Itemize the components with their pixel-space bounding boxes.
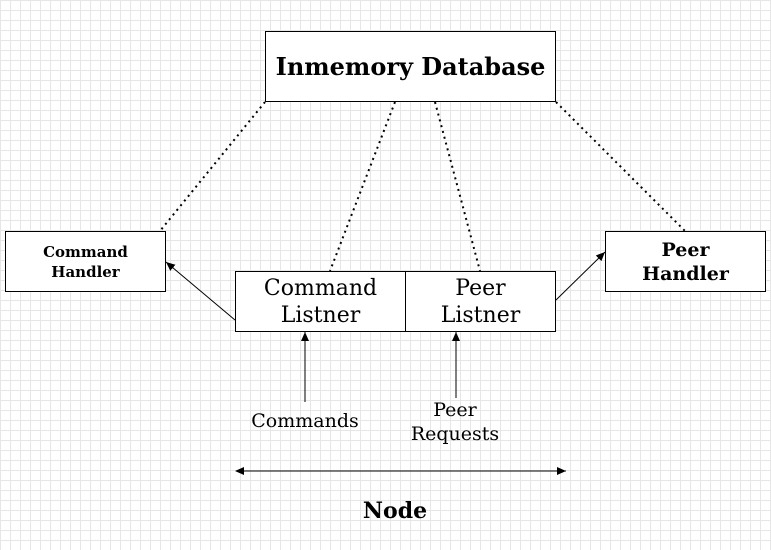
arrow-to-command-handler: [165, 261, 236, 321]
command-listener-box[interactable]: Command Listner: [235, 271, 406, 332]
command-handler-label: Command Handler: [43, 242, 128, 281]
peer-listener-label: Peer Listner: [440, 275, 521, 328]
db-link-peer-listener: [434, 101, 481, 272]
commands-label: Commands: [251, 410, 359, 432]
inmemory-database-label: Inmemory Database: [275, 52, 546, 81]
peer-listener-box[interactable]: Peer Listner: [405, 271, 556, 332]
db-link-peer-handler: [555, 101, 686, 232]
arrow-to-peer-handler: [555, 251, 606, 301]
db-link-command-handler: [159, 101, 266, 232]
peer-requests-label: Peer Requests: [410, 399, 500, 445]
peer-handler-box[interactable]: Peer Handler: [605, 231, 766, 292]
command-handler-box[interactable]: Command Handler: [5, 231, 166, 292]
peer-handler-label: Peer Handler: [642, 238, 729, 285]
inmemory-database-box[interactable]: Inmemory Database: [265, 31, 556, 102]
command-listener-label: Command Listner: [263, 275, 378, 328]
db-link-command-listener: [329, 101, 396, 272]
node-label: Node: [362, 498, 428, 524]
